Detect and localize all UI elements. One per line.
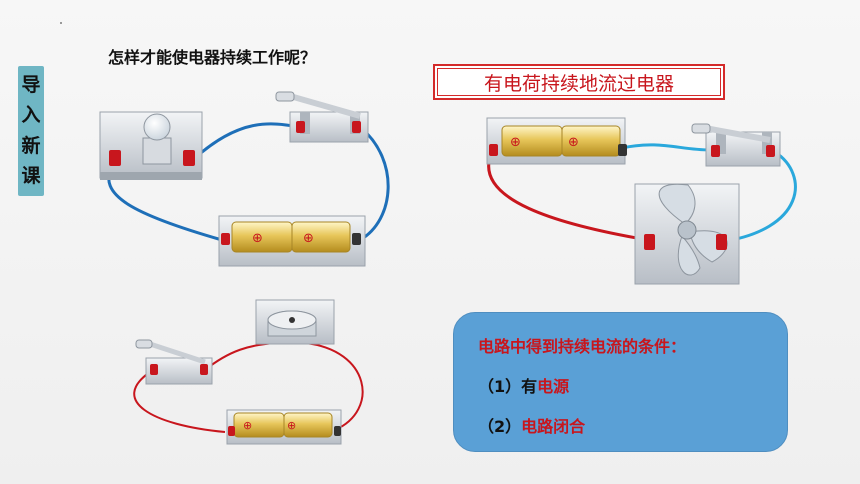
answer-text: 有电荷持续地流过电器: [483, 72, 674, 95]
battery-plus-icon: ⊕: [510, 135, 521, 150]
condition-item: （2）电路闭合: [478, 413, 787, 437]
question-heading: 怎样才能使电器持续工作呢？: [108, 48, 317, 67]
conditions-title: 电路中得到持续电流的条件：: [478, 337, 687, 356]
condition-highlight: 电源: [537, 377, 570, 396]
battery-plus-icon: ⊕: [303, 231, 314, 246]
condition-item: （1）有电源: [478, 373, 787, 397]
section-tag-char: 课: [21, 165, 41, 188]
battery-plus-icon: ⊕: [568, 135, 579, 150]
decor-dot: [60, 22, 62, 24]
condition-highlight: 电路闭合: [521, 417, 586, 436]
section-tag-char: 新: [21, 134, 41, 157]
battery-plus-icon: ⊕: [287, 419, 296, 432]
battery-plus-icon: ⊕: [252, 231, 263, 246]
section-tag: 导 入 新 课: [18, 66, 44, 196]
fan-circuit: ⊕ ⊕: [486, 117, 797, 285]
battery-plus-icon: ⊕: [243, 419, 252, 432]
answer-box: 有电荷持续地流过电器: [433, 64, 725, 100]
section-tag-char: 入: [21, 104, 41, 127]
buzzer-circuit: ⊕ ⊕: [133, 299, 364, 445]
condition-prefix: （1）有: [478, 377, 538, 396]
condition-prefix: （2）: [478, 417, 522, 436]
section-tag-char: 导: [21, 73, 41, 96]
bulb-circuit: ⊕ ⊕: [99, 91, 390, 267]
conditions-box: 电路中得到持续电流的条件： （1）有电源 （2）电路闭合: [453, 312, 788, 452]
